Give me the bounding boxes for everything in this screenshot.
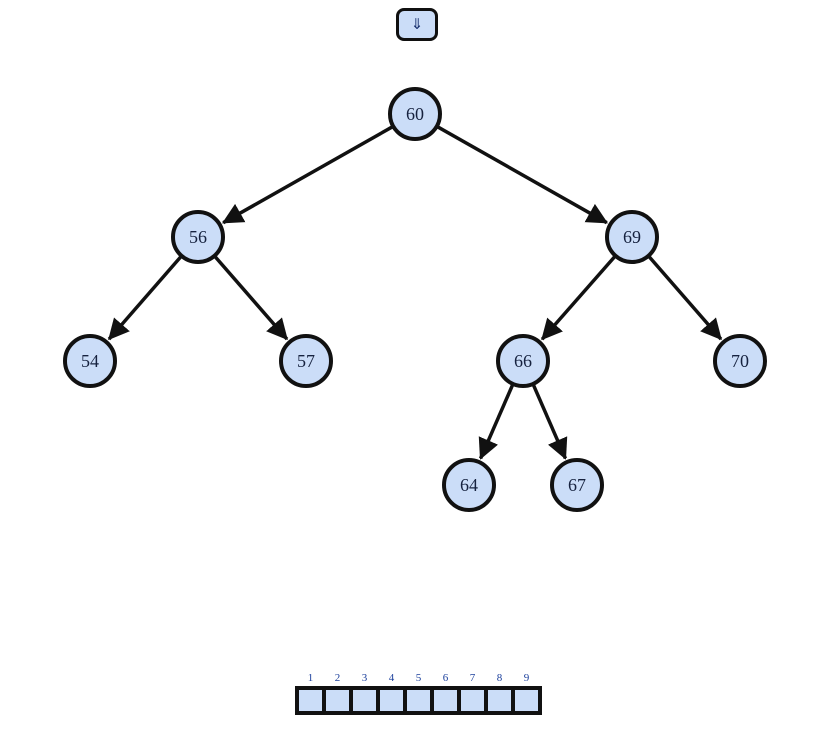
array-cell-6[interactable] (434, 690, 461, 711)
array-index-label-4: 4 (388, 672, 395, 684)
tree-node-label: 56 (189, 226, 207, 247)
tree-node-70[interactable]: 70 (713, 334, 767, 388)
array-index-label-1: 1 (307, 672, 314, 684)
array-cell-4[interactable] (380, 690, 407, 711)
tree-node-54[interactable]: 54 (63, 334, 117, 388)
array-index-label-7: 7 (469, 672, 476, 684)
array-index-label-3: 3 (361, 672, 368, 684)
tree-node-64[interactable]: 64 (442, 458, 496, 512)
array-cell-8[interactable] (488, 690, 515, 711)
tree-node-label: 60 (406, 103, 424, 124)
tree-node-label: 66 (514, 350, 532, 371)
array-index-label-2: 2 (334, 672, 341, 684)
tree-node-56[interactable]: 56 (171, 210, 225, 264)
edge-layer (107, 125, 723, 460)
tree-edge-56-57 (213, 255, 289, 341)
tree-node-label: 69 (623, 226, 641, 247)
tree-node-label: 57 (297, 350, 315, 371)
array-index-label-9: 9 (523, 672, 530, 684)
tree-edge-60-56 (222, 125, 394, 225)
tree-edge-69-70 (647, 255, 723, 341)
tree-edge-69-66 (540, 255, 617, 341)
tree-node-label: 54 (81, 350, 99, 371)
tree-edge-60-69 (436, 125, 608, 225)
array-cell-3[interactable] (353, 690, 380, 711)
step-down-button[interactable]: ⇓ (396, 8, 438, 41)
tree-node-label: 67 (568, 474, 586, 495)
array-index-label-5: 5 (415, 672, 422, 684)
tree-node-label: 70 (731, 350, 749, 371)
array-cell-7[interactable] (461, 690, 488, 711)
double-down-arrow-icon: ⇓ (410, 15, 424, 33)
tree-node-60[interactable]: 60 (388, 87, 442, 141)
array-cell-2[interactable] (326, 690, 353, 711)
tree-node-66[interactable]: 66 (496, 334, 550, 388)
tree-edge-56-54 (107, 255, 183, 341)
tree-edge-66-64 (478, 384, 515, 460)
output-array (295, 686, 542, 715)
array-cell-5[interactable] (407, 690, 434, 711)
tree-node-69[interactable]: 69 (605, 210, 659, 264)
array-index-label-6: 6 (442, 672, 449, 684)
array-cell-1[interactable] (299, 690, 326, 711)
array-index-label-8: 8 (496, 672, 503, 684)
array-cell-9[interactable] (515, 690, 538, 711)
tree-edge-66-67 (531, 384, 568, 460)
tree-node-57[interactable]: 57 (279, 334, 333, 388)
tree-node-label: 64 (460, 474, 478, 495)
tree-node-67[interactable]: 67 (550, 458, 604, 512)
